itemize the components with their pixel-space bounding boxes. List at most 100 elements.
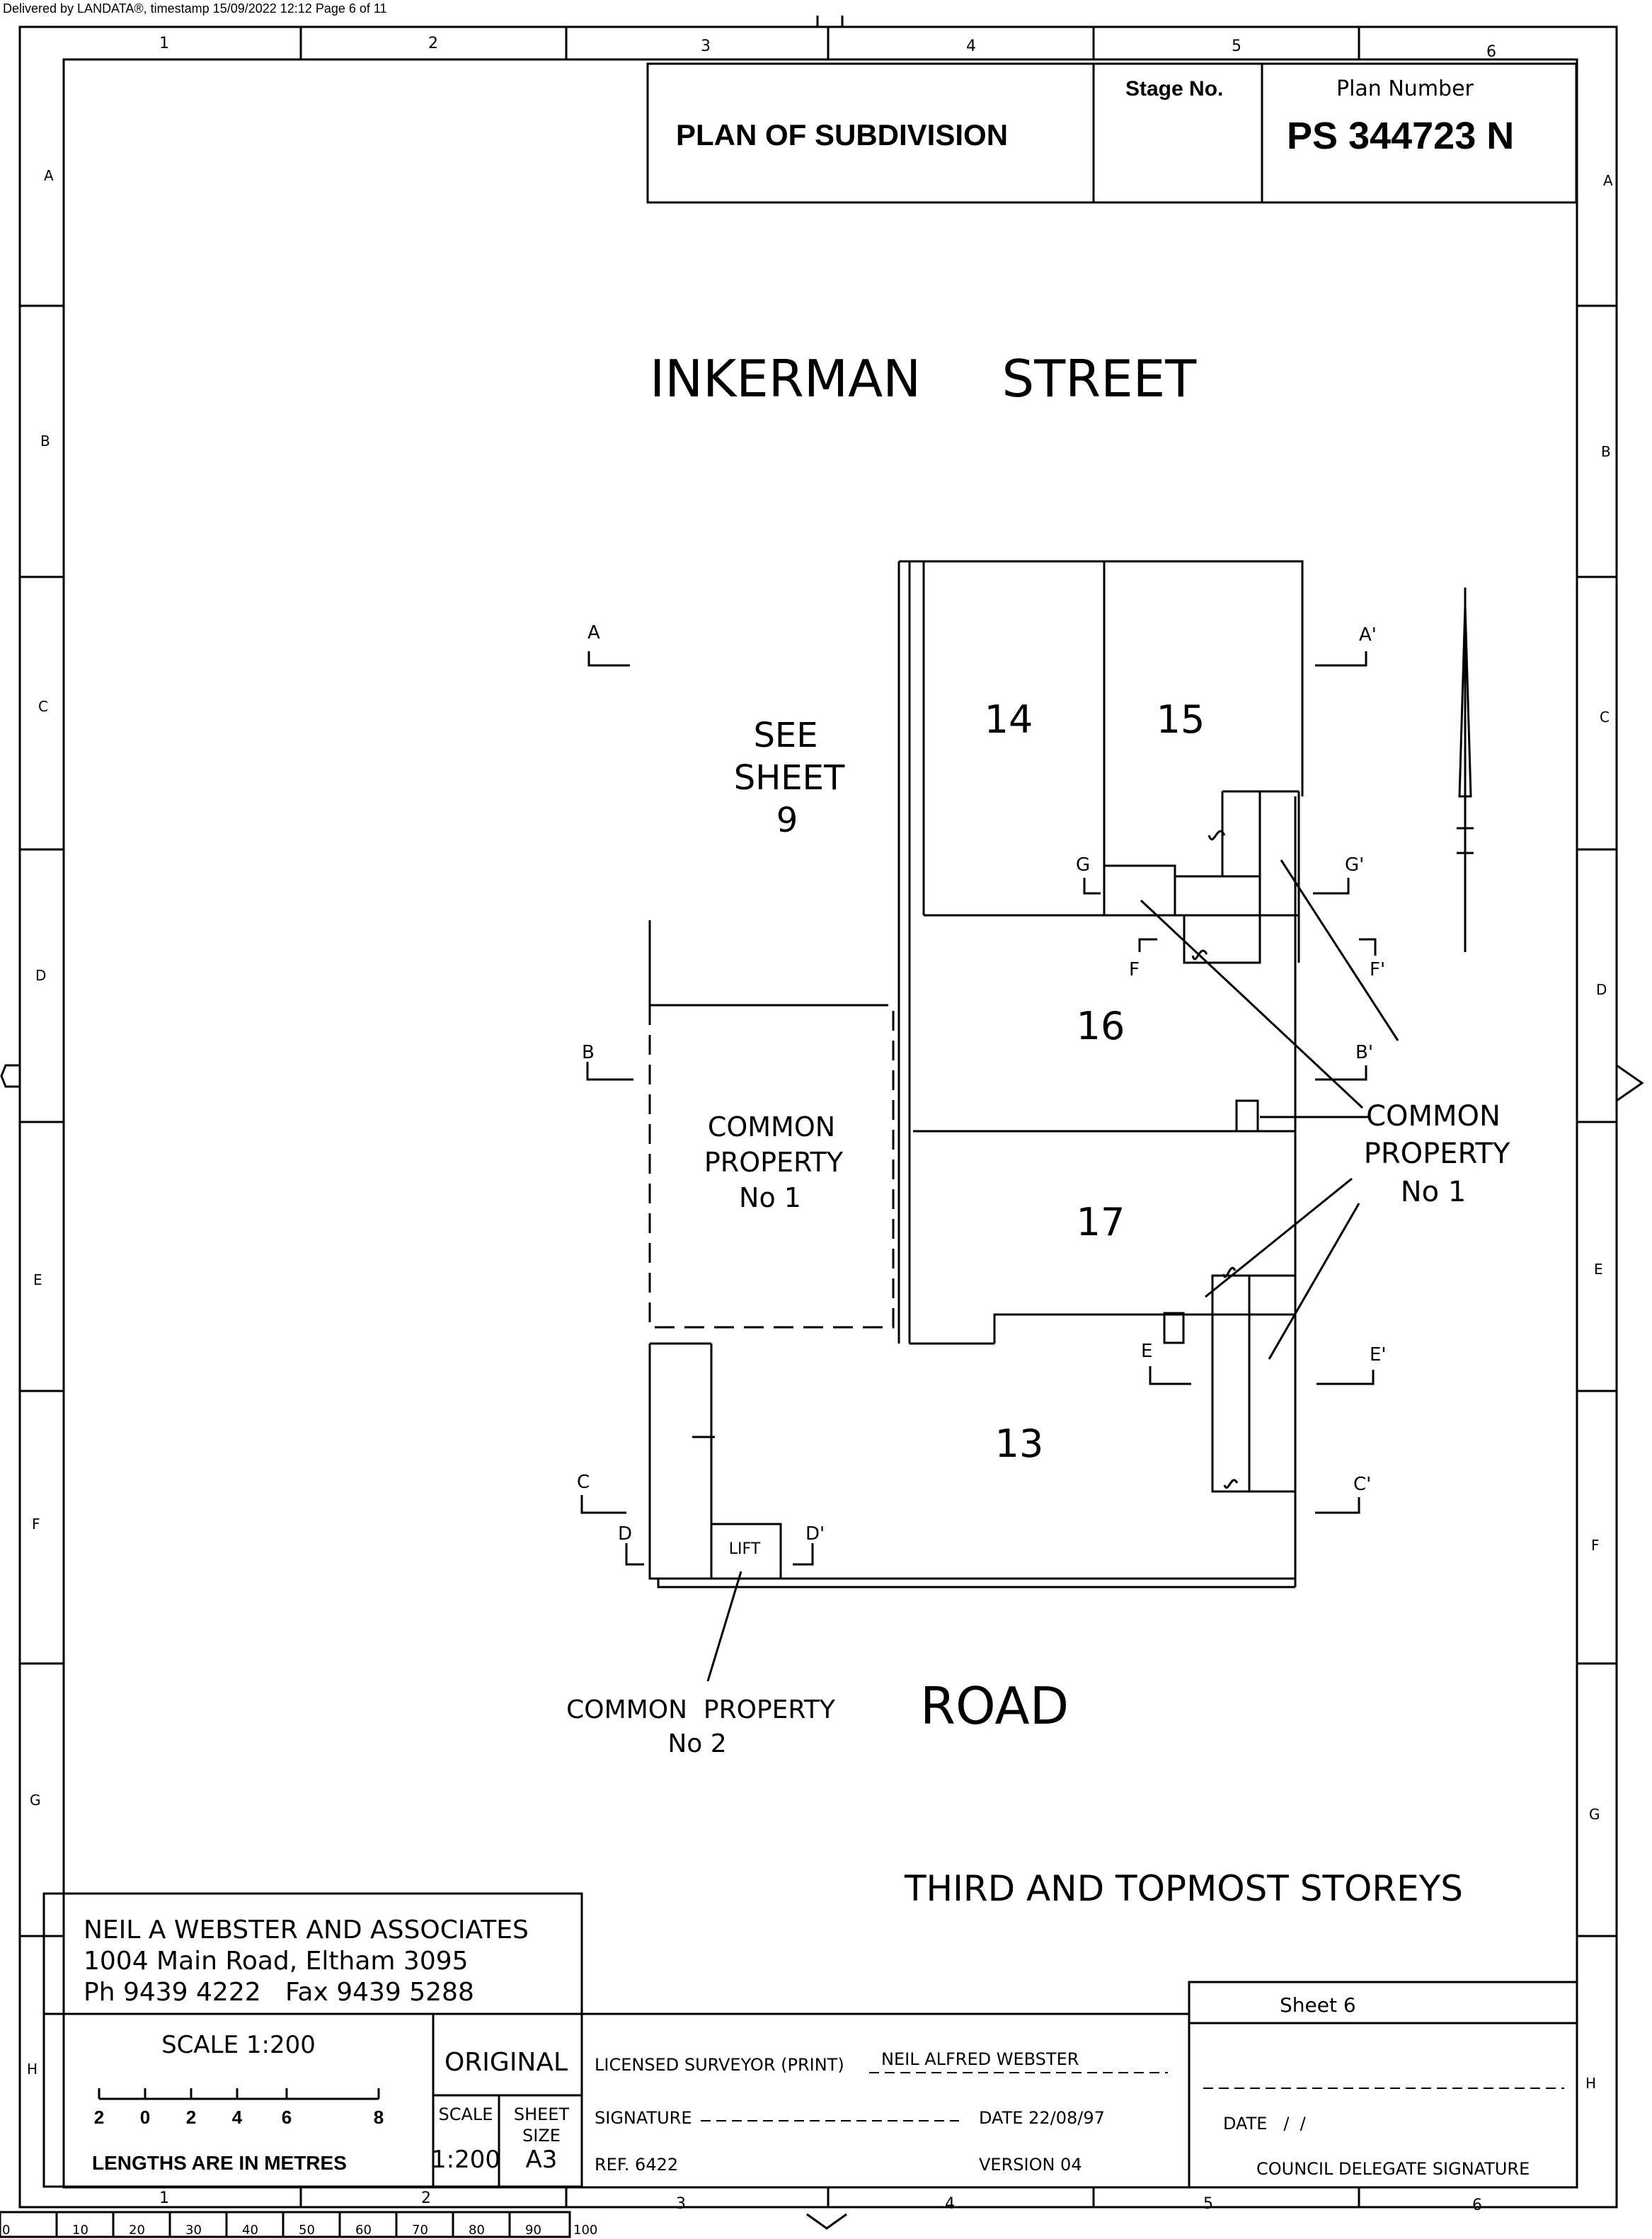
see-sheet-line-2: SHEET [734, 758, 845, 798]
grid-col-1: 1 [159, 35, 169, 52]
surveyor-firm: NEIL A WEBSTER AND ASSOCIATES [84, 1916, 529, 1945]
grid-col-2-bottom: 2 [421, 2189, 431, 2207]
ruler-70: 70 [412, 2223, 428, 2238]
cp1-inner-line-1: COMMON [708, 1111, 835, 1143]
section-c-prime: C' [1353, 1474, 1371, 1495]
grid-col-5: 5 [1232, 38, 1241, 55]
scale-tick-5: 8 [374, 2107, 384, 2128]
see-sheet-line-1: SEE [753, 716, 818, 755]
ruler-60: 60 [355, 2223, 372, 2238]
surveyor-phone: Ph 9439 4222 Fax 9439 5288 [84, 1978, 474, 2007]
cp2-line-2: No 2 [667, 1729, 726, 1758]
grid-row-c: C [38, 698, 48, 715]
plan-number: PS 344723 N [1287, 115, 1514, 157]
sheet-size-value: A3 [526, 2146, 558, 2174]
section-d-prime: D' [805, 1523, 825, 1545]
ruler-10: 10 [72, 2223, 88, 2238]
original-label: ORIGINAL [444, 2048, 568, 2077]
see-sheet-line-3: 9 [776, 801, 798, 840]
surveyor-print-label: LICENSED SURVEYOR (PRINT) [595, 2055, 844, 2075]
scale-tick-4: 6 [282, 2107, 292, 2128]
version-label: VERSION 04 [979, 2155, 1082, 2175]
section-g-prime: G' [1345, 854, 1364, 876]
lot-16-label: 16 [1077, 1004, 1125, 1048]
grid-row-f: F [32, 1516, 40, 1533]
lot-15-label: 15 [1157, 697, 1205, 742]
grid-col-4: 4 [966, 38, 976, 55]
ruler-80: 80 [469, 2223, 485, 2238]
cp2-line-1: COMMON PROPERTY [566, 1695, 836, 1724]
council-signature-label: COUNCIL DELEGATE SIGNATURE [1256, 2159, 1530, 2179]
section-e-prime: E' [1370, 1344, 1387, 1365]
lot-14-label: 14 [985, 697, 1033, 742]
grid-row-a: A [44, 167, 54, 184]
ruler-40: 40 [242, 2223, 258, 2238]
signature-label: SIGNATURE [595, 2108, 692, 2128]
grid-row-g: G [30, 1792, 41, 1809]
units-note: LENGTHS ARE IN METRES [92, 2152, 347, 2174]
surveyor-name: NEIL ALFRED WEBSTER [881, 2049, 1079, 2069]
grid-col-1-bottom: 1 [159, 2189, 169, 2207]
ref-number: REF. 6422 [595, 2155, 678, 2175]
cp1-callout-line-1: COMMON [1366, 1100, 1501, 1133]
cp1-callout-line-2: PROPERTY [1364, 1138, 1510, 1170]
street-bottom: ROAD [920, 1676, 1069, 1736]
section-f-prime: F' [1370, 959, 1385, 980]
street-top: INKERMAN STREET [650, 349, 1197, 408]
cp1-inner-line-3: No 1 [739, 1182, 801, 1213]
grid-row-h: H [27, 2061, 38, 2078]
stage-label: Stage No. [1125, 77, 1223, 101]
section-b-prime: B' [1355, 1042, 1373, 1063]
grid-row-d-right: D [1596, 981, 1607, 998]
inner-frame [62, 58, 1578, 2189]
scale-tick-1: 0 [140, 2107, 150, 2128]
grid-row-g-right: G [1589, 1806, 1600, 1823]
lot-17-label: 17 [1077, 1200, 1125, 1244]
section-g: G [1076, 854, 1090, 876]
ruler-0: 0 [2, 2223, 10, 2238]
plan-title: PLAN OF SUBDIVISION [676, 118, 1008, 151]
grid-col-2: 2 [428, 35, 438, 52]
grid-row-e: E [33, 1271, 42, 1288]
section-a: A [587, 622, 600, 643]
grid-row-e-right: E [1594, 1261, 1603, 1278]
ruler-50: 50 [299, 2223, 315, 2238]
grid-col-6: 6 [1486, 43, 1496, 61]
grid-col-3: 3 [701, 38, 711, 55]
section-a-prime: A' [1359, 624, 1377, 646]
sheet-size-label-2: SIZE [522, 2126, 561, 2146]
lift-label: LIFT [729, 1540, 761, 1558]
section-e: E [1141, 1341, 1152, 1362]
section-d: D [618, 1523, 632, 1545]
section-c: C [577, 1472, 590, 1493]
cp1-inner-line-2: PROPERTY [704, 1147, 844, 1178]
grid-col-4-bottom: 4 [945, 2195, 955, 2213]
grid-row-d: D [35, 967, 46, 984]
grid-row-c-right: C [1600, 709, 1610, 726]
stair-symbols [692, 830, 1239, 1489]
cp1-callout-line-3: No 1 [1401, 1176, 1467, 1208]
sheet-size-label-1: SHEET [514, 2105, 570, 2124]
scale-value: 1:200 [431, 2146, 500, 2174]
council-date: DATE / / [1223, 2114, 1307, 2134]
storey-caption: THIRD AND TOPMOST STOREYS [904, 1868, 1463, 1909]
scale-tick-2: 2 [186, 2107, 196, 2128]
grid-row-b: B [40, 433, 50, 449]
plan-number-label: Plan Number [1336, 76, 1474, 101]
grid-col-6-bottom: 6 [1472, 2197, 1482, 2214]
scale-label: SCALE [439, 2105, 493, 2124]
ruler-30: 30 [185, 2223, 202, 2238]
scale-tick-3: 4 [232, 2107, 243, 2128]
ruler-90: 90 [525, 2223, 541, 2238]
ruler-100: 100 [573, 2223, 597, 2238]
grid-row-b-right: B [1601, 443, 1611, 460]
scale-tick-0: 2 [94, 2107, 104, 2128]
grid-row-h-right: H [1585, 2075, 1596, 2092]
section-f: F [1129, 959, 1140, 980]
ruler-20: 20 [129, 2223, 145, 2238]
lot-13-label: 13 [995, 1421, 1044, 1466]
grid-col-3-bottom: 3 [676, 2195, 686, 2213]
grid-row-a-right: A [1603, 172, 1613, 189]
sheet-number: Sheet 6 [1280, 1993, 1356, 2017]
